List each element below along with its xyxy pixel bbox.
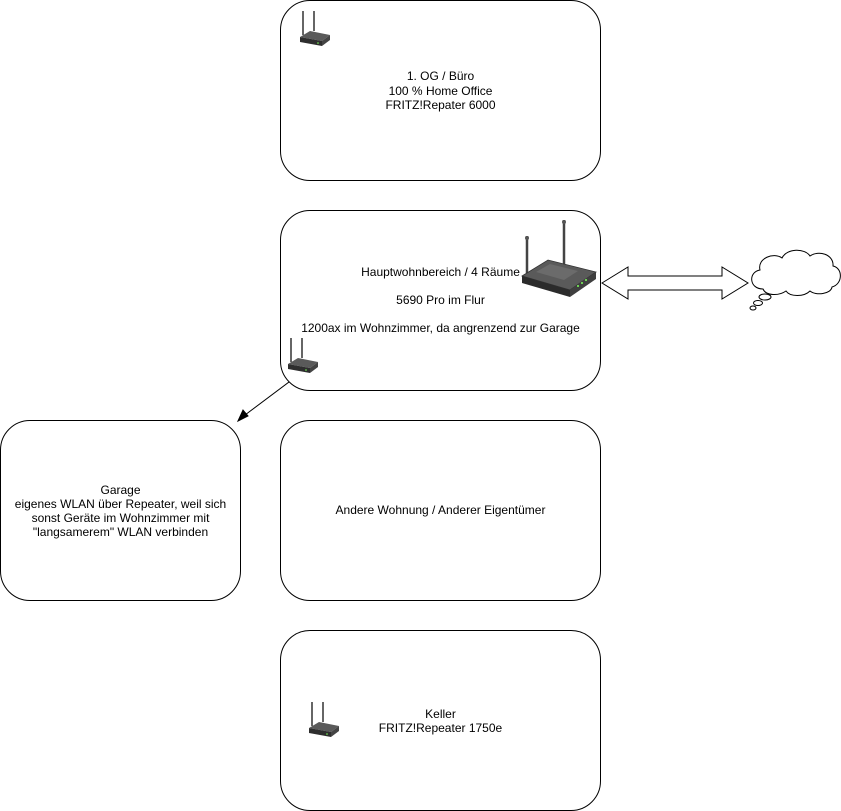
room-keller[interactable] bbox=[280, 630, 601, 811]
router-icon bbox=[521, 220, 597, 297]
repeater-icon bbox=[288, 338, 318, 373]
andere-line1: Andere Wohnung / Anderer Eigentümer bbox=[335, 503, 546, 517]
room-buero[interactable] bbox=[280, 0, 601, 181]
garage-line2: eigenes WLAN über Repeater, weil sich bbox=[14, 497, 227, 511]
internet-arrow bbox=[601, 266, 749, 300]
room-andere-wohnung[interactable] bbox=[280, 420, 601, 601]
room-garage[interactable] bbox=[0, 420, 241, 601]
buero-line1: 1. OG / Büro bbox=[406, 69, 475, 83]
cloud-icon bbox=[749, 249, 841, 311]
buero-line2: 100 % Home Office bbox=[388, 84, 493, 98]
haupt-line2: 5690 Pro im Flur bbox=[396, 293, 485, 307]
garage-line1: Garage bbox=[100, 483, 141, 497]
haupt-line1: Hauptwohnbereich / 4 Räume bbox=[361, 265, 520, 279]
repeater-icon bbox=[309, 702, 339, 737]
buero-line3: FRITZ!Repater 6000 bbox=[385, 98, 496, 112]
garage-line3: sonst Geräte im Wohnzimmer mit bbox=[31, 511, 210, 525]
haupt-line3: 1200ax im Wohnzimmer, da angrenzend zur … bbox=[301, 321, 580, 335]
keller-line1: Keller bbox=[425, 707, 456, 721]
keller-line2: FRITZ!Repeater 1750e bbox=[378, 721, 503, 735]
room-hauptwohnbereich[interactable] bbox=[280, 210, 601, 391]
garage-line4: "langsamerem" WLAN verbinden bbox=[32, 525, 209, 539]
repeater-icon bbox=[300, 11, 330, 46]
